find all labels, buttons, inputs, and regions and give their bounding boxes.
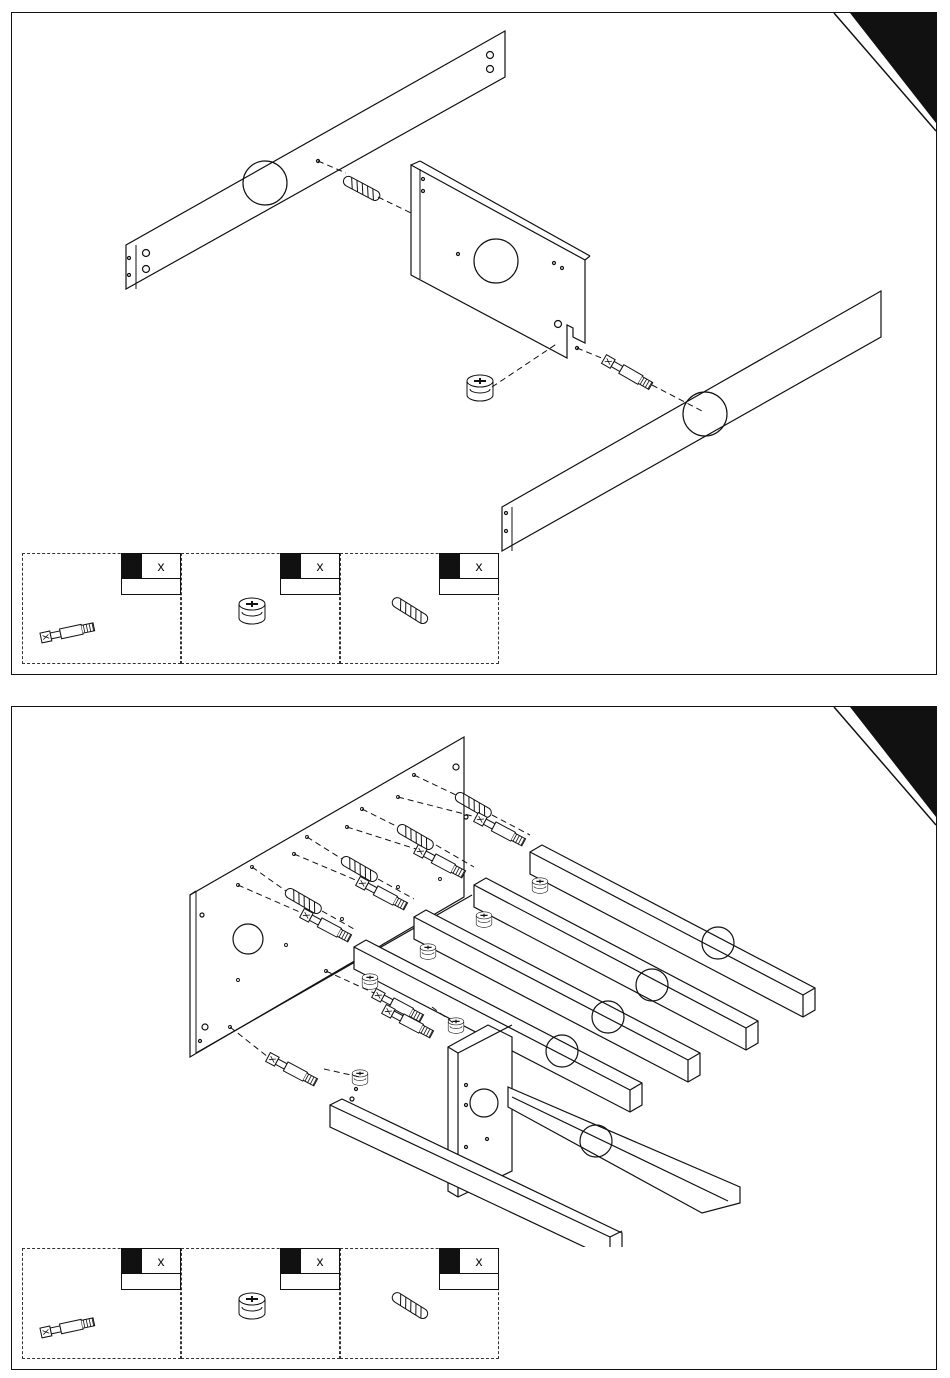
step-1-exploded-diagram xyxy=(12,13,937,553)
hardware-cell-cam-bolt: x xyxy=(22,553,181,664)
hardware-cell-wooden-dowel: x xyxy=(340,553,499,664)
quantity-value xyxy=(440,579,498,594)
quantity-multiplier: x xyxy=(462,1251,496,1271)
quantity-box: x xyxy=(439,1248,499,1290)
back-panel xyxy=(190,737,464,1057)
step-number-corner xyxy=(826,13,936,133)
hardware-cell-cam-bolt: x xyxy=(22,1248,181,1359)
quantity-value xyxy=(281,1274,339,1289)
quantity-value xyxy=(440,1274,498,1289)
quantity-value xyxy=(122,579,180,594)
quantity-multiplier: x xyxy=(462,556,496,576)
hardware-cell-wooden-dowel: x xyxy=(340,1248,499,1359)
hardware-cell-cam-lock: x xyxy=(181,553,340,664)
quantity-value xyxy=(281,579,339,594)
quantity-multiplier: x xyxy=(303,1251,337,1271)
step-2-exploded-diagram xyxy=(12,707,937,1247)
quantity-box: x xyxy=(121,553,181,595)
hardware-cell-cam-lock: x xyxy=(181,1248,340,1359)
quantity-box: x xyxy=(280,1248,340,1290)
quantity-multiplier: x xyxy=(303,556,337,576)
assembly-step-2: x x x xyxy=(11,706,937,1370)
quantity-box: x xyxy=(121,1248,181,1290)
quantity-multiplier: x xyxy=(144,556,178,576)
hardware-legend: x x x xyxy=(22,553,500,664)
step-number-corner xyxy=(826,707,936,827)
hardware-legend: x x x xyxy=(22,1248,500,1359)
side-panel xyxy=(411,165,585,358)
quantity-box: x xyxy=(439,553,499,595)
assembly-step-1: x x x xyxy=(11,12,937,675)
quantity-box: x xyxy=(280,553,340,595)
quantity-multiplier: x xyxy=(144,1251,178,1271)
quantity-value xyxy=(122,1274,180,1289)
